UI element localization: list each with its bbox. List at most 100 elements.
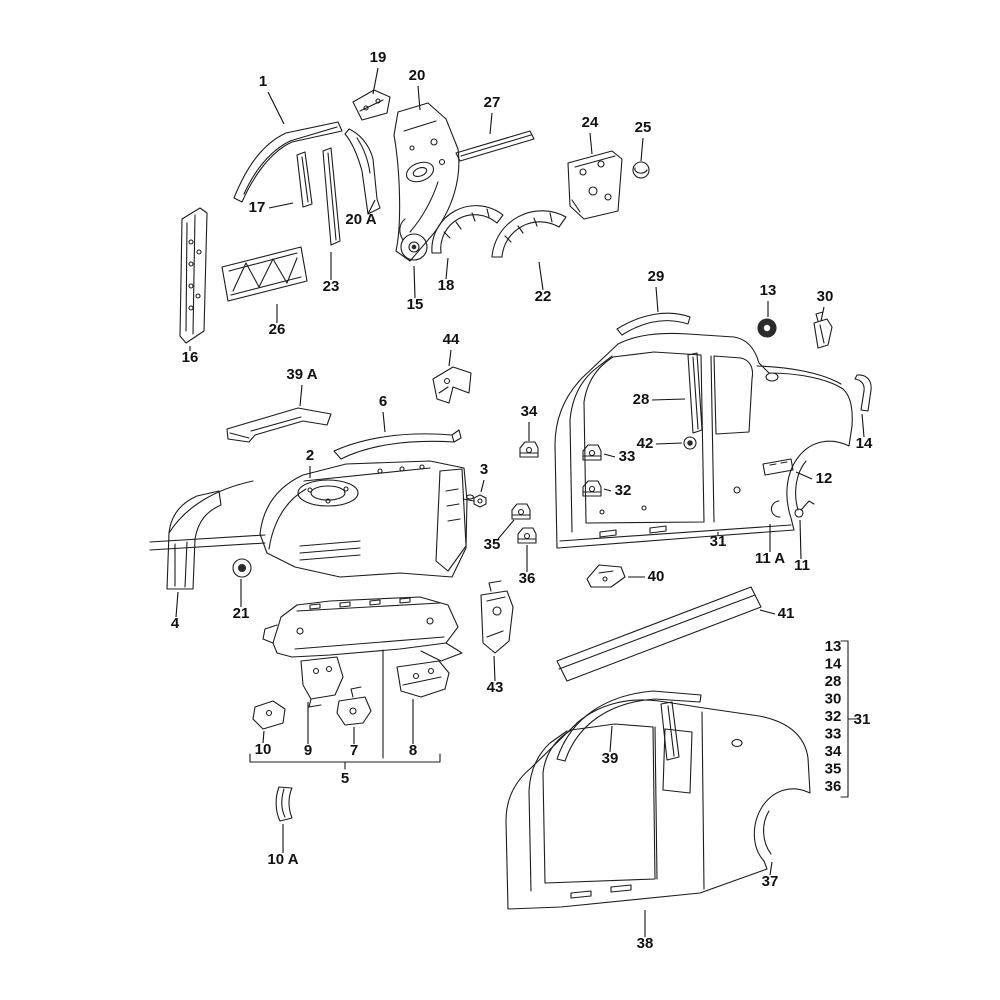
part-callout-25: 25 [635, 119, 652, 136]
part-callout-44: 44 [443, 331, 460, 348]
part-17-strip [296, 151, 313, 208]
part-callout-43: 43 [487, 679, 504, 696]
leader-line-35 [497, 519, 515, 540]
part-callout-29: 29 [648, 268, 665, 285]
leader-line-44 [448, 349, 452, 367]
ref-list-item-32: 32 [825, 708, 842, 725]
part-callout-30: 30 [817, 288, 834, 305]
ref-list-item-35: 35 [825, 761, 842, 778]
ref-list-item-14: 14 [825, 656, 842, 673]
part-callout-22: 22 [535, 288, 552, 305]
leader-line-12 [795, 471, 813, 480]
part-18-inner-wheel-arch [431, 205, 504, 254]
part-callout-39A: 39 A [286, 366, 317, 383]
part-9-bracket [300, 656, 344, 708]
part-32-clip [582, 480, 602, 497]
part-4-front-panel [149, 480, 266, 590]
part-44-bracket [432, 366, 472, 404]
part-callout-10: 10 [255, 741, 272, 758]
leader-line-10 [262, 730, 265, 744]
part-callout-5: 5 [341, 770, 349, 787]
part-2-front-wheelhouse [259, 460, 468, 578]
part-callout-4: 4 [171, 615, 180, 632]
part-24-bracket-panel [567, 150, 623, 220]
part-callout-28: 28 [633, 391, 650, 408]
part-callout-33: 33 [619, 448, 636, 465]
part-39a-brace-panel [226, 407, 332, 443]
part-12-clip-plate [762, 458, 794, 476]
part-callout-17: 17 [249, 199, 266, 216]
part-30-bracket [813, 311, 833, 349]
part-callout-6: 6 [379, 393, 387, 410]
part-callout-35: 35 [484, 536, 501, 553]
ref-list-item-34: 34 [825, 743, 842, 760]
part-callout-8: 8 [409, 742, 417, 759]
part-43-bracket [480, 580, 514, 654]
part-40-bracket [586, 564, 626, 588]
part-callout-3: 3 [480, 461, 488, 478]
part-33-clip [582, 444, 602, 461]
part-22-outer-wheel-arch [491, 210, 567, 258]
part-callout-14: 14 [856, 435, 873, 452]
leader-line-39 [609, 725, 613, 753]
ref-list-pointer: 31 [854, 711, 871, 728]
part-20-pillar-section [393, 102, 460, 262]
part-callout-15: 15 [407, 296, 424, 313]
part-26-reinforcement-plate [221, 246, 308, 302]
part-callout-37: 37 [762, 873, 779, 890]
leader-line-1 [267, 91, 285, 125]
part-callout-31: 31 [710, 533, 727, 550]
leader-line-33 [603, 453, 616, 458]
part-callout-1: 1 [259, 73, 267, 90]
leader-line-29 [655, 286, 659, 313]
part-19-bracket [352, 89, 391, 121]
leader-line-11 [799, 519, 802, 560]
part-41-sill-molding [556, 586, 762, 682]
leader-line-27 [489, 112, 493, 135]
leader-line-6 [382, 411, 386, 433]
part-callout-27: 27 [484, 94, 501, 111]
part-callout-12: 12 [816, 470, 833, 487]
ref-list-item-28: 28 [825, 673, 842, 690]
part-39-window-frame [556, 690, 702, 762]
ref-list-item-33: 33 [825, 726, 842, 743]
leader-line-30 [820, 306, 825, 322]
leader-line-41 [759, 609, 776, 615]
leader-line-18 [445, 257, 449, 280]
part-callout-32: 32 [615, 482, 632, 499]
part-callout-24: 24 [582, 114, 599, 131]
leader-line-24 [589, 132, 593, 155]
part-callout-42: 42 [637, 435, 654, 452]
part-5-longitudinal-member [262, 596, 463, 662]
leader-line-20A [367, 199, 376, 215]
part-6-cowl-strip [333, 429, 462, 460]
part-10-angle-bracket [252, 700, 286, 730]
leader-line-20 [417, 85, 421, 111]
upper-body-side-shell [554, 332, 853, 549]
leader-line-14 [861, 413, 865, 438]
leader-line-3 [480, 479, 485, 493]
part-callout-36: 36 [519, 570, 536, 587]
part-42-grommet [683, 436, 697, 450]
part-34-clip [519, 441, 539, 458]
part-callout-34: 34 [521, 403, 538, 420]
leader-line-28 [651, 398, 686, 401]
leader-line-32 [603, 488, 612, 492]
group-5-bracket [249, 649, 441, 770]
part-callout-19: 19 [370, 49, 387, 66]
part-7-bracket [336, 686, 372, 726]
part-13-grommet [757, 318, 777, 338]
part-callout-39: 39 [602, 750, 619, 767]
part-16-a-pillar-panel [179, 207, 208, 344]
part-callout-41: 41 [778, 605, 795, 622]
ref-list-item-30: 30 [825, 691, 842, 708]
part-28-pillar-strip [687, 352, 703, 434]
part-29-drip-rail [616, 312, 691, 336]
part-11a-ring [770, 500, 781, 518]
leader-line-15 [413, 265, 416, 299]
part-callout-10A: 10 A [267, 851, 298, 868]
leader-line-19 [372, 67, 379, 95]
part-callout-9: 9 [304, 742, 312, 759]
